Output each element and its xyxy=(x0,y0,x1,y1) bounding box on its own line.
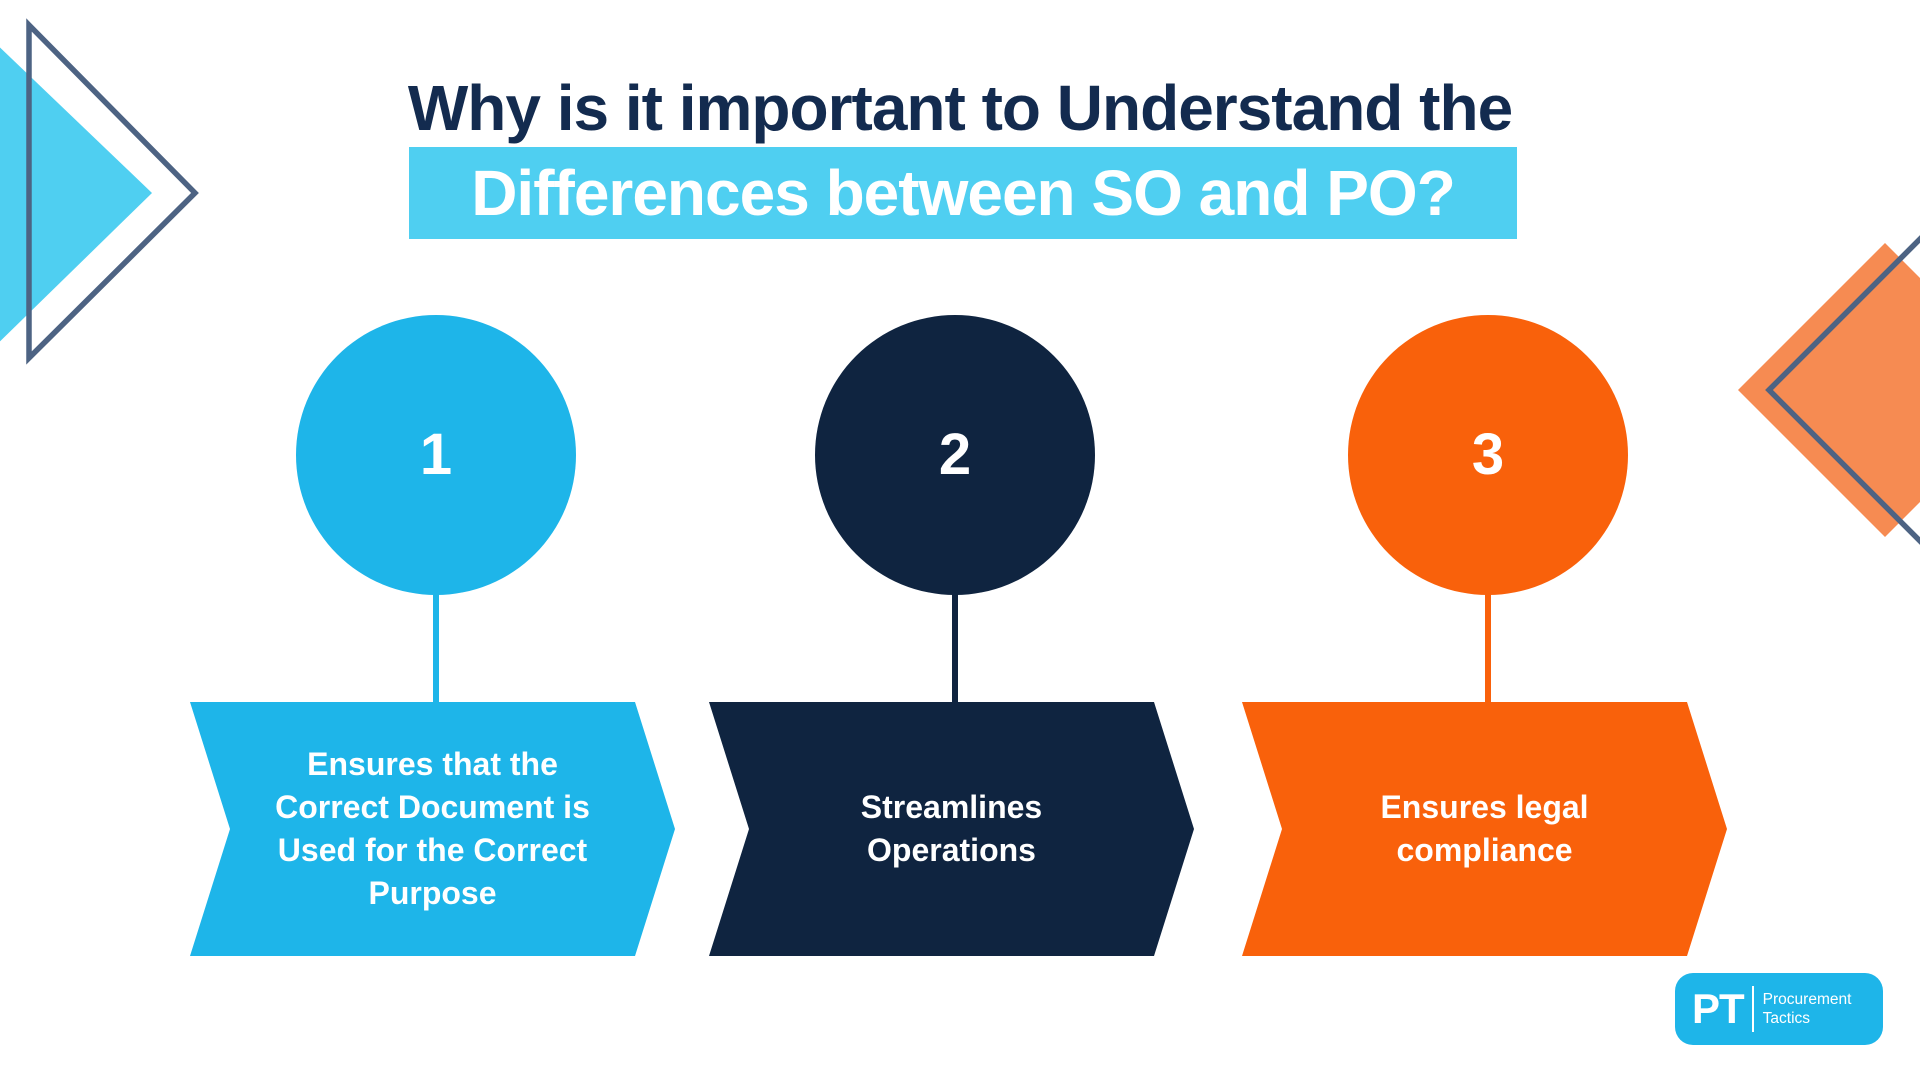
procurement-tactics-logo: PT Procurement Tactics xyxy=(1675,973,1883,1045)
logo-brand-line-1: Procurement xyxy=(1762,991,1852,1008)
step-1-label-line: Purpose xyxy=(368,875,497,911)
logo-divider xyxy=(1751,986,1754,1032)
step-1-label-line: Ensures that the xyxy=(307,746,558,782)
step-1-circle: 1 xyxy=(296,315,576,595)
step-2-banner: Streamlines Operations xyxy=(709,702,1194,956)
page-title-line-1: Why is it important to Understand the xyxy=(407,72,1513,144)
step-1-label-line: Correct Document is xyxy=(275,789,590,825)
step-3-label-line: compliance xyxy=(1396,832,1573,868)
step-2-connector-line xyxy=(952,593,958,704)
diamond-solid-icon xyxy=(1738,243,1920,537)
step-2-label-line: Streamlines xyxy=(860,789,1043,825)
step-3-label-line: Ensures legal xyxy=(1380,789,1589,825)
step-1-number: 1 xyxy=(419,422,453,487)
page-title-line-2: Differences between SO and PO? xyxy=(471,157,1456,229)
step-2-circle: 2 xyxy=(815,315,1095,595)
step-3-number: 3 xyxy=(1471,422,1505,487)
diamond-outline-icon xyxy=(1765,235,1920,545)
page-title-highlight: Differences between SO and PO? xyxy=(409,147,1517,239)
step-1-connector-line xyxy=(433,593,439,704)
step-1-label-line: Used for the Correct xyxy=(277,832,588,868)
step-3-circle: 3 xyxy=(1348,315,1628,595)
step-2-number: 2 xyxy=(938,422,972,487)
step-2-label-line: Operations xyxy=(867,832,1036,868)
triangle-solid-icon xyxy=(0,47,152,342)
logo-brand-name: Procurement Tactics xyxy=(1763,990,1852,1028)
step-1-banner: Ensures that the Correct Document is Use… xyxy=(190,702,675,956)
triangle-outline-icon xyxy=(26,18,199,365)
logo-brand-line-2: Tactics xyxy=(1762,1010,1811,1027)
logo-monogram: PT xyxy=(1692,985,1745,1032)
step-3-connector-line xyxy=(1485,593,1491,704)
step-3-banner: Ensures legal compliance xyxy=(1242,702,1727,956)
